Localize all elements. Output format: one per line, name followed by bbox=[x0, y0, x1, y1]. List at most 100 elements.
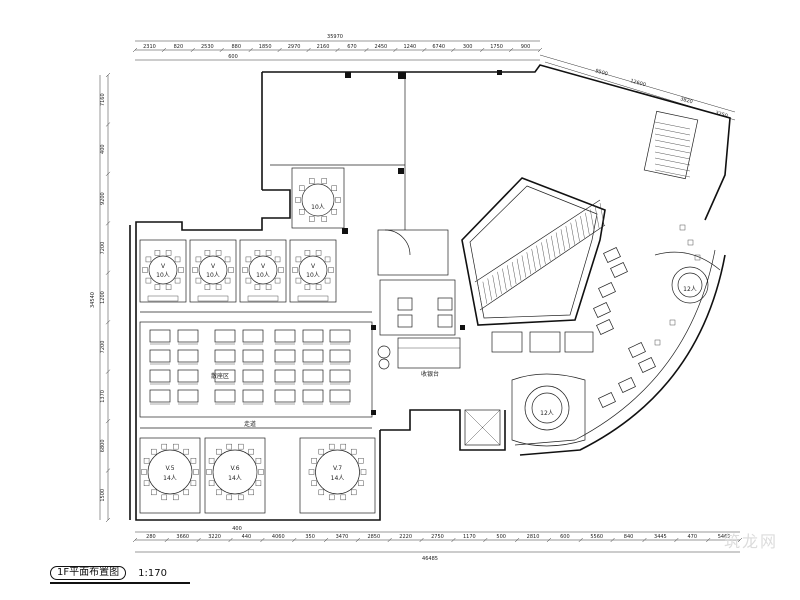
left-dim-3: 9200 bbox=[100, 192, 106, 205]
private-room-upper-2-seats: 10人 bbox=[206, 272, 220, 279]
reception-label: 收银台 bbox=[421, 370, 439, 378]
private-room-lower-3-seats: 14人 bbox=[331, 475, 345, 482]
left-dimension-chain: 34540 7160400920072001200720013706800150… bbox=[90, 72, 111, 523]
top-dim-1: 2310 bbox=[143, 44, 156, 50]
booth-table bbox=[177, 349, 199, 363]
left-dim-6: 7200 bbox=[100, 341, 106, 354]
east-table bbox=[618, 377, 636, 393]
outer-walls bbox=[129, 64, 731, 521]
corridor: 走道 bbox=[140, 311, 372, 429]
booth-table bbox=[177, 389, 199, 403]
east-table bbox=[598, 282, 616, 298]
east-table bbox=[603, 247, 621, 263]
top-dim-4: 880 bbox=[231, 44, 241, 50]
bottom-dim-10: 2750 bbox=[431, 534, 444, 540]
bottom-dim-12: 500 bbox=[496, 534, 506, 540]
corridor-label: 走道 bbox=[244, 420, 256, 428]
stair-core bbox=[643, 110, 699, 180]
private-room-top: 10人 bbox=[291, 167, 345, 229]
booth-table bbox=[214, 329, 236, 343]
watermark-logo: 筑龙网 bbox=[723, 532, 778, 551]
private-room-upper-1: V 10人 bbox=[139, 239, 187, 303]
booth-table bbox=[149, 349, 171, 363]
top-dim-12: 300 bbox=[463, 44, 473, 50]
drawing-title-block: 1F平面布置图 1:170 bbox=[50, 566, 167, 580]
left-dim-5: 1200 bbox=[100, 291, 106, 304]
left-dim-9: 1500 bbox=[100, 489, 106, 502]
private-room-upper-4-seats: 10人 bbox=[306, 272, 320, 279]
bottom-dim-17: 3445 bbox=[654, 534, 667, 540]
drawing-scale: 1:170 bbox=[138, 567, 167, 579]
bottom-dim-3: 3220 bbox=[208, 534, 221, 540]
private-room-lower-2-label: V.6 bbox=[230, 465, 239, 472]
bottom-total-dimension: 46485 bbox=[422, 556, 438, 562]
central-core: 收银台 bbox=[377, 229, 501, 446]
booth-table bbox=[242, 329, 264, 343]
left-dim-2: 400 bbox=[100, 144, 106, 154]
booth-table bbox=[329, 369, 351, 383]
private-room-upper-1-label: V bbox=[161, 263, 166, 270]
left-dim-4: 7200 bbox=[100, 242, 106, 255]
private-room-top-seats: 10人 bbox=[311, 204, 325, 211]
booth-table bbox=[274, 389, 296, 403]
booth-table bbox=[177, 369, 199, 383]
left-dim-8: 6800 bbox=[100, 439, 106, 452]
booth-table bbox=[302, 349, 324, 363]
east-table bbox=[593, 302, 611, 318]
bottom-dim-11: 1170 bbox=[463, 534, 476, 540]
private-room-lower-2-seats: 14人 bbox=[228, 475, 242, 482]
booth-table bbox=[149, 389, 171, 403]
bottom-dim-14: 600 bbox=[560, 534, 570, 540]
top-dim-11: 6740 bbox=[432, 44, 445, 50]
booth-table bbox=[214, 389, 236, 403]
private-room-lower-3-label: V.7 bbox=[333, 465, 342, 472]
bottom-sub-dimension: 400 bbox=[232, 526, 242, 532]
top-dim-5: 1850 bbox=[259, 44, 272, 50]
diagonal-dimension-chain: 9500 12600 3820 3250 bbox=[539, 54, 736, 121]
bottom-dim-4: 440 bbox=[242, 534, 252, 540]
bottom-dim-5: 4060 bbox=[272, 534, 285, 540]
diag-dim-1: 9500 bbox=[594, 68, 608, 77]
top-sub-dimension: 600 bbox=[228, 54, 238, 60]
top-dim-8: 670 bbox=[347, 44, 357, 50]
booth-table bbox=[302, 389, 324, 403]
private-room-upper-1-seats: 10人 bbox=[156, 272, 170, 279]
bottom-dim-18: 470 bbox=[687, 534, 697, 540]
bottom-dim-19: 5465 bbox=[718, 534, 731, 540]
booth-table bbox=[274, 329, 296, 343]
title-underline bbox=[50, 582, 190, 584]
top-dim-6: 2970 bbox=[288, 44, 301, 50]
east-table bbox=[628, 342, 646, 358]
left-dim-7: 1370 bbox=[100, 390, 106, 403]
top-dim-2: 820 bbox=[174, 44, 184, 50]
bottom-dim-16: 840 bbox=[624, 534, 634, 540]
atrium-escalator bbox=[461, 177, 606, 326]
bottom-dim-2: 3660 bbox=[176, 534, 189, 540]
booth-table bbox=[274, 369, 296, 383]
booth-table bbox=[149, 329, 171, 343]
east-table bbox=[638, 357, 656, 373]
booth-table bbox=[302, 329, 324, 343]
booth-table bbox=[274, 349, 296, 363]
private-room-upper-3-seats: 10人 bbox=[256, 272, 270, 279]
booth-table bbox=[214, 349, 236, 363]
east-seating: 12人 12人 bbox=[491, 247, 721, 447]
structural-columns bbox=[342, 70, 502, 415]
top-dim-13: 1750 bbox=[490, 44, 503, 50]
booth-dining-area: 散座区 bbox=[139, 321, 373, 418]
booth-table bbox=[242, 369, 264, 383]
left-total-dimension: 34540 bbox=[90, 292, 96, 308]
top-dim-14: 900 bbox=[521, 44, 531, 50]
top-dim-9: 2450 bbox=[375, 44, 388, 50]
top-dim-7: 2160 bbox=[317, 44, 330, 50]
booth-table bbox=[242, 389, 264, 403]
bottom-dim-7: 3470 bbox=[336, 534, 349, 540]
east-table bbox=[596, 319, 614, 335]
